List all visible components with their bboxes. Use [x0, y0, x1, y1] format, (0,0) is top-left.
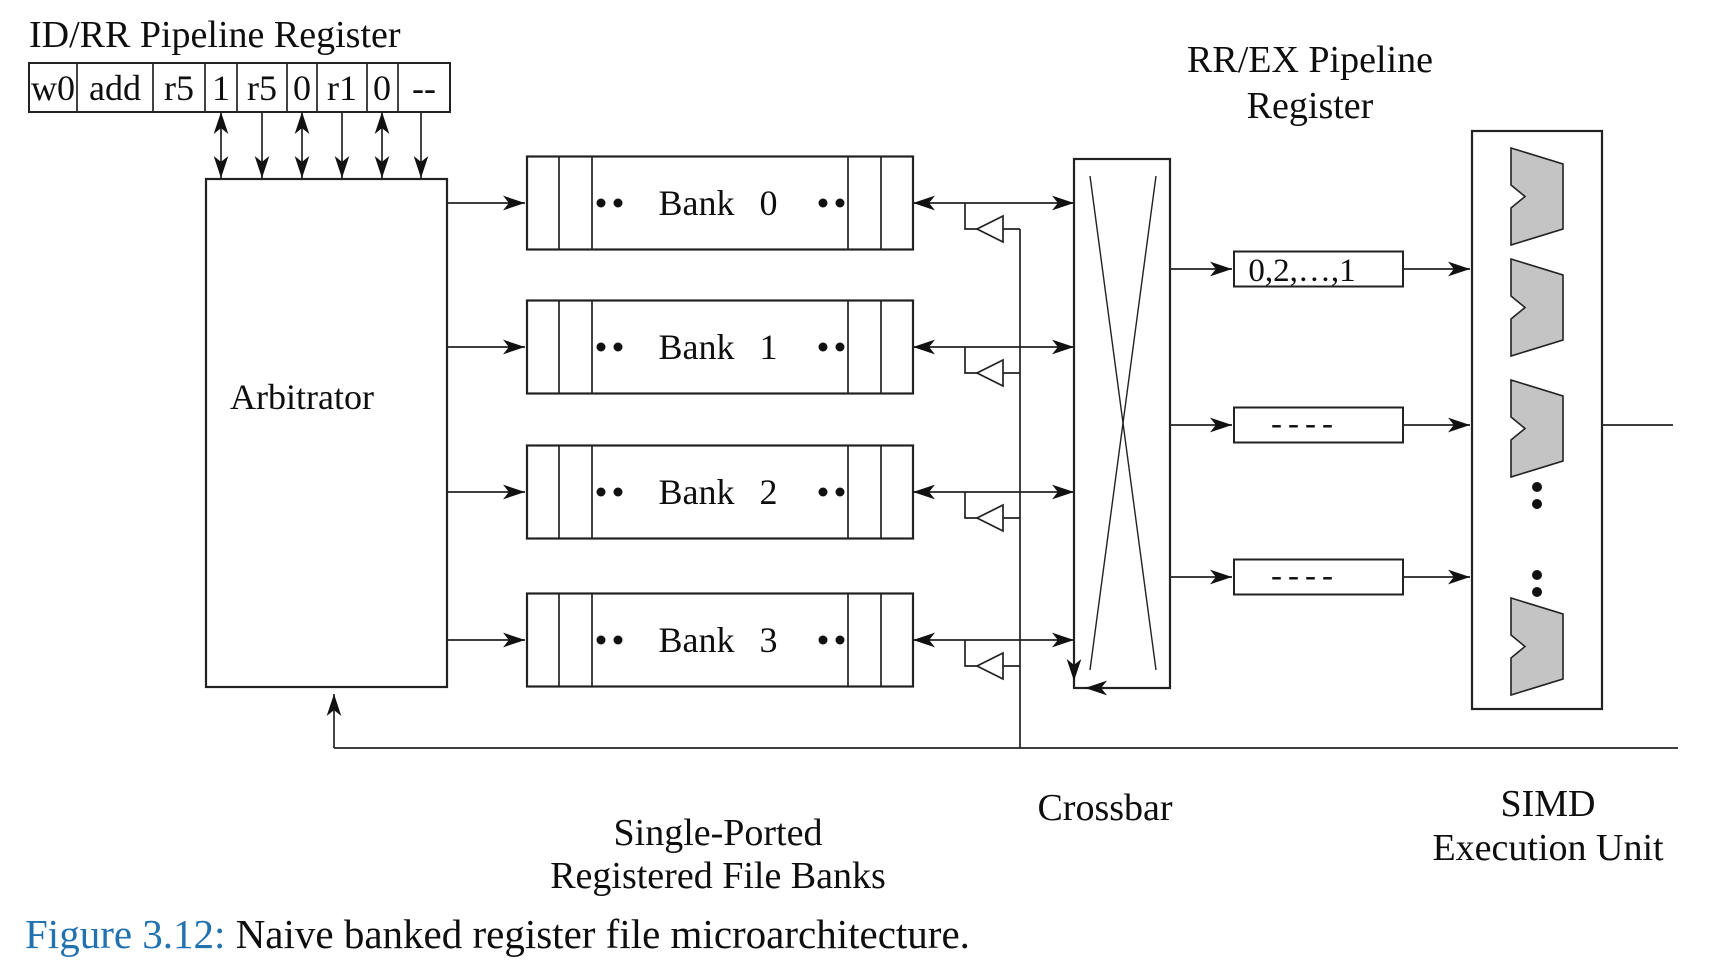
- pipeline-register-cell: add: [89, 68, 141, 108]
- crossbar-x-lines: [1089, 175, 1157, 671]
- pipeline-register-cell-borders: [76, 63, 399, 112]
- idrr-title: ID/RR Pipeline Register: [29, 14, 401, 56]
- pipeline-register-cell: --: [412, 68, 436, 108]
- tristate-buffer: [964, 640, 1020, 681]
- bank-1: Bank 1: [525, 299, 915, 395]
- pipeline-register-cell: r1: [327, 68, 357, 108]
- rrex-register-box: [1233, 406, 1404, 444]
- arbitrator-label: Arbitrator: [230, 377, 374, 417]
- pipeline-register-table: w0 add r5 1 r5 0 r1 0 --: [28, 62, 451, 113]
- alu-icon: [1510, 378, 1564, 479]
- arbitrator-box: [204, 177, 449, 689]
- bank-dots: [596, 198, 845, 208]
- bank-port-lines: [558, 300, 882, 394]
- feedback-path: [326, 694, 1678, 749]
- pipeline-register-cell: w0: [31, 68, 75, 108]
- arbitrator-bank-arrows: [447, 195, 525, 648]
- pipeline-register-cell: 1: [212, 68, 230, 108]
- bank-dots: [596, 635, 845, 645]
- pipeline-register-cell: r5: [164, 68, 194, 108]
- bank-label: Bank 3: [659, 620, 778, 660]
- banks-label-line2: Registered File Banks: [550, 855, 886, 897]
- bank-port-lines: [558, 445, 882, 539]
- tristate-buffer: [964, 203, 1020, 244]
- pipeline-register-outline: [28, 62, 451, 113]
- bank-label: Bank 0: [659, 183, 778, 223]
- register-simd-arrows: [1403, 261, 1470, 585]
- rrex-register-box: [1233, 250, 1404, 288]
- rrex-registers: 0,2,…,1 ---- ----: [1233, 250, 1404, 596]
- figure-caption-number: Figure 3.12:: [25, 911, 225, 957]
- bank-label: Bank 2: [659, 472, 778, 512]
- rrex-register-value: 0,2,…,1: [1248, 253, 1355, 289]
- crossbar-label: Crossbar: [1037, 787, 1172, 829]
- bank-0: Bank 0: [525, 155, 915, 251]
- rrex-register-value: ----: [1271, 406, 1339, 442]
- bank-dots: [596, 342, 845, 352]
- register-arbitrator-arrows: [213, 112, 429, 178]
- alu-icon: [1510, 257, 1564, 358]
- rrex-title-line2: Register: [1247, 85, 1374, 127]
- banks-label-line1: Single-Ported: [614, 812, 823, 854]
- rrex-register-value: ----: [1271, 558, 1339, 594]
- bank-3: Bank 3: [525, 592, 915, 688]
- bank-2: Bank 2: [525, 444, 915, 540]
- crossbar-register-arrows: [1170, 261, 1232, 585]
- crossbar-box: [1072, 157, 1172, 690]
- pipeline-register-cell: 0: [293, 68, 311, 108]
- rrex-title-line1: RR/EX Pipeline: [1187, 39, 1433, 81]
- bank-dots: [596, 487, 845, 497]
- rrex-register-box: [1233, 558, 1404, 596]
- crossbar: [1066, 157, 1172, 696]
- simd-label-line1: SIMD: [1500, 783, 1595, 825]
- simd-label-line2: Execution Unit: [1432, 827, 1664, 869]
- tristate-buffer: [964, 347, 1020, 388]
- tristate-buffer: [964, 492, 1020, 533]
- bank-crossbar-arrows: [913, 195, 1074, 648]
- writeback-buffers: [964, 203, 1021, 748]
- figure-caption: Figure 3.12: Naive banked register file …: [25, 911, 970, 957]
- figure-caption-text: Naive banked register file microarchitec…: [225, 911, 969, 957]
- alu-icon: [1510, 596, 1564, 697]
- simd-execution-unit: [1470, 129, 1673, 711]
- pipeline-register-cell: r5: [247, 68, 277, 108]
- alu-icon: [1510, 146, 1564, 247]
- pipeline-register-cell: 0: [373, 68, 391, 108]
- bank-label: Bank 1: [659, 327, 778, 367]
- bank-port-lines: [558, 156, 882, 250]
- bank-port-lines: [558, 593, 882, 687]
- simd-ellipsis-dots: [1532, 482, 1542, 597]
